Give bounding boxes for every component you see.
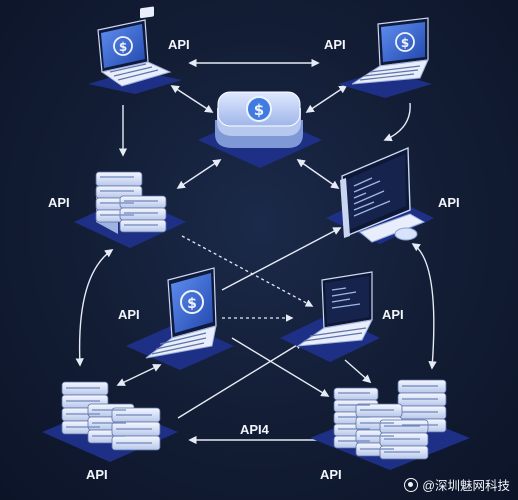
arrow-hub-to-monitor [296,159,340,189]
arrow-tl-laptop-to-hub [170,85,214,113]
svg-text:$: $ [119,40,127,54]
arrow-center-laptop-to-bottom-left [116,364,162,386]
dollar-coin-icon [180,290,204,314]
watermark-logo-icon [404,477,419,492]
dollar-coin-icon [113,36,133,56]
connectors [75,58,437,445]
arrow-center-right-to-bottom-right [344,359,372,384]
laptop-icon: $ [145,267,217,359]
laptop-top-right: $ [338,17,432,98]
label-laptop-top-left: API [168,37,190,52]
laptop-top-left: $ [88,6,182,94]
label-server-left: API [48,195,70,210]
laptop-icon: $ [351,17,429,85]
label-laptop-top-right: API [324,37,346,52]
svg-text:$: $ [187,296,197,312]
monitor-icon [340,146,426,243]
arrow-hub-to-server [176,159,222,189]
monitor-right [326,146,434,244]
note-icon [140,6,154,19]
label-bottom-arrow: API4 [240,422,270,437]
laptop-icon [296,271,373,347]
watermark-text: @深圳魅网科技 [422,479,510,493]
svg-text:$: $ [254,101,264,119]
label-laptop-center-right: API [382,307,404,322]
label-server-bottom-right: API [320,467,342,482]
server-stack-icon [61,381,161,451]
arrow-tr-laptop-to-hub [305,85,348,113]
keyboard-icon [145,325,217,359]
server-stack-bottom-right [310,379,470,470]
svg-text:$: $ [401,36,409,50]
central-hub: $ [198,91,322,168]
server-stack-icon [333,379,447,460]
dollar-coin-icon [395,32,415,52]
arrow-monitor-to-bottom-server [411,243,437,370]
keyboard-icon [359,213,426,243]
dashed-server-to-center-right [181,235,314,307]
server-stack-bottom-left [42,381,178,462]
laptop-center-right [280,271,380,362]
dollar-coin-icon [394,227,418,241]
label-server-bottom-left: API [86,467,108,482]
label-monitor-right: API [438,195,460,210]
arrow-tr-laptop-to-monitor [383,102,411,142]
dashed-connectors [181,235,314,322]
server-stack-left [74,171,186,248]
server-stack-icon [95,171,167,234]
watermark: @深圳魅网科技 [404,475,510,494]
laptop-center: $ [126,267,234,370]
arrow-center-laptop-to-bottom-right [231,337,330,397]
keyboard-icon [351,59,429,85]
arrow-center-laptop-to-monitor [221,227,342,291]
arrow-bottom-left-to-center-right [177,341,304,419]
label-laptop-center: API [118,307,140,322]
arrow-server-to-bottom-server [75,249,114,367]
dollar-coin-icon [246,96,272,122]
laptop-icon: $ [97,6,172,87]
